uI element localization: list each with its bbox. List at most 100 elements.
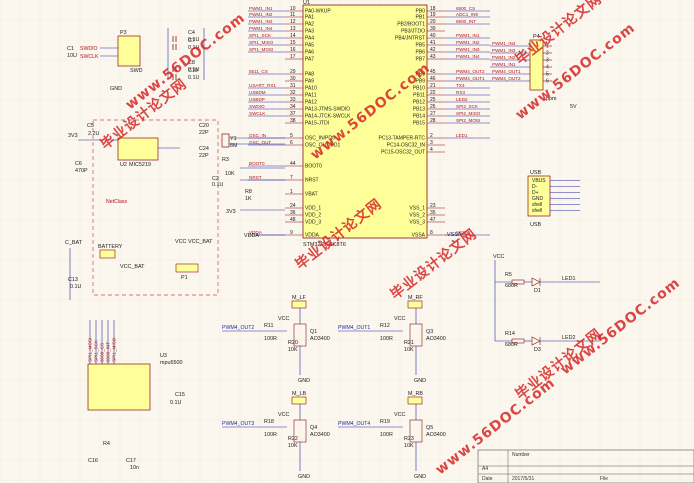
svg-text:34: 34 xyxy=(290,104,296,110)
svg-text:R12: R12 xyxy=(380,323,390,329)
svg-text:27: 27 xyxy=(430,111,436,117)
svg-text:C8: C8 xyxy=(188,60,195,66)
svg-text:C4: C4 xyxy=(188,30,195,36)
svg-text:PC15-OSC32_OUT: PC15-OSC32_OUT xyxy=(381,150,425,156)
pin-name: PA10 xyxy=(305,86,317,92)
svg-text:VCC: VCC xyxy=(278,316,289,322)
net-label: BOOT0 xyxy=(249,161,265,166)
svg-text:1: 1 xyxy=(290,189,293,195)
svg-text:VCC: VCC xyxy=(394,412,405,418)
svg-text:18: 18 xyxy=(430,6,436,12)
svg-text:10K: 10K xyxy=(288,347,298,353)
svg-text:PB8: PB8 xyxy=(416,72,426,78)
svg-text:C7: C7 xyxy=(188,38,195,44)
svg-text:C2: C2 xyxy=(212,176,219,182)
svg-text:5V: 5V xyxy=(570,104,577,110)
svg-text:17: 17 xyxy=(290,54,296,60)
svg-text:6500_CS: 6500_CS xyxy=(100,343,105,362)
imu-net-1: SPI1_MOSI xyxy=(88,320,93,364)
svg-text:VCC_BAT: VCC_BAT xyxy=(120,264,145,270)
svg-text:23: 23 xyxy=(430,203,436,209)
svg-text:SPI2_SCK: SPI2_SCK xyxy=(456,104,479,109)
svg-text:VCC: VCC xyxy=(278,412,289,418)
svg-text:37: 37 xyxy=(290,111,296,117)
svg-text:SPI2_MISO: SPI2_MISO xyxy=(456,111,481,116)
pin-name: NRST xyxy=(305,178,319,184)
svg-text:0.1U: 0.1U xyxy=(212,182,223,188)
battery-section: BATTERY VCC_BAT VCC VCC_BAT P1 C_BAT C13… xyxy=(65,239,213,300)
svg-text:32: 32 xyxy=(290,90,296,96)
net-label: SPI1_MOSI xyxy=(249,47,273,52)
svg-text:39: 39 xyxy=(430,26,436,32)
svg-text:R4: R4 xyxy=(103,441,110,447)
net-label: 5511_CS xyxy=(249,69,268,74)
svg-text:PWM4_OUT4: PWM4_OUT4 xyxy=(338,421,370,427)
svg-text:R21: R21 xyxy=(404,340,414,346)
imu-net-3: 6500_CS xyxy=(100,320,105,364)
svg-text:R3: R3 xyxy=(222,157,229,163)
svg-text:30: 30 xyxy=(290,76,296,82)
svg-text:LED1: LED1 xyxy=(562,276,576,282)
svg-text:C10: C10 xyxy=(188,68,198,74)
pin-name: PA5 xyxy=(305,43,314,49)
svg-text:VSS_2: VSS_2 xyxy=(409,213,425,219)
imu-net-4: 6500_INT xyxy=(106,320,111,364)
svg-text:VSSA: VSSA xyxy=(412,233,426,239)
svg-text:PB2/BOOT1: PB2/BOOT1 xyxy=(397,22,425,28)
pin-name: PA2 xyxy=(305,22,314,28)
cap-c8: C80.1U xyxy=(172,60,199,73)
title-block: A4 Number Date 2017/5/31 File xyxy=(477,449,694,483)
mcu-part: STM32F103C8T6 xyxy=(303,242,346,248)
svg-text:GND: GND xyxy=(110,86,122,92)
pin-name: PA6 xyxy=(305,50,314,56)
svg-text:C24: C24 xyxy=(199,146,209,152)
svg-text:PB0: PB0 xyxy=(416,9,426,15)
svg-text:GND: GND xyxy=(298,378,310,384)
pin-name: VDD_3 xyxy=(305,220,321,226)
svg-text:R18: R18 xyxy=(264,419,274,425)
svg-text:Q4: Q4 xyxy=(310,425,317,431)
svg-text:4: 4 xyxy=(546,65,549,71)
net-label: NRST xyxy=(249,175,262,180)
watermark-text: www.56DOC.com xyxy=(433,375,559,478)
svg-text:3: 3 xyxy=(430,140,433,146)
reset-circuit: R3 10K C2 0.1U R8 1K 3V3 xyxy=(212,157,285,215)
svg-text:21: 21 xyxy=(430,83,436,89)
svg-text:PWM4_OUT2: PWM4_OUT2 xyxy=(456,69,485,74)
svg-text:PB1: PB1 xyxy=(416,15,426,21)
svg-text:10U: 10U xyxy=(67,53,77,59)
svg-text:PWM1_IN3: PWM1_IN3 xyxy=(492,48,516,53)
svg-text:33: 33 xyxy=(290,97,296,103)
cap-c4: C40.1U xyxy=(172,30,199,43)
net-label: PWM1_IN1 xyxy=(249,6,273,11)
imu-net-2: SPI1_SCK xyxy=(94,320,99,364)
svg-text:SPI2_MOSI: SPI2_MOSI xyxy=(456,118,480,123)
svg-text:AO3400: AO3400 xyxy=(426,432,446,438)
net-label: SPI1_SCK xyxy=(249,33,272,38)
svg-text:mpu6500: mpu6500 xyxy=(160,360,182,366)
svg-text:6500_INT: 6500_INT xyxy=(106,342,111,362)
svg-text:47: 47 xyxy=(430,217,436,223)
